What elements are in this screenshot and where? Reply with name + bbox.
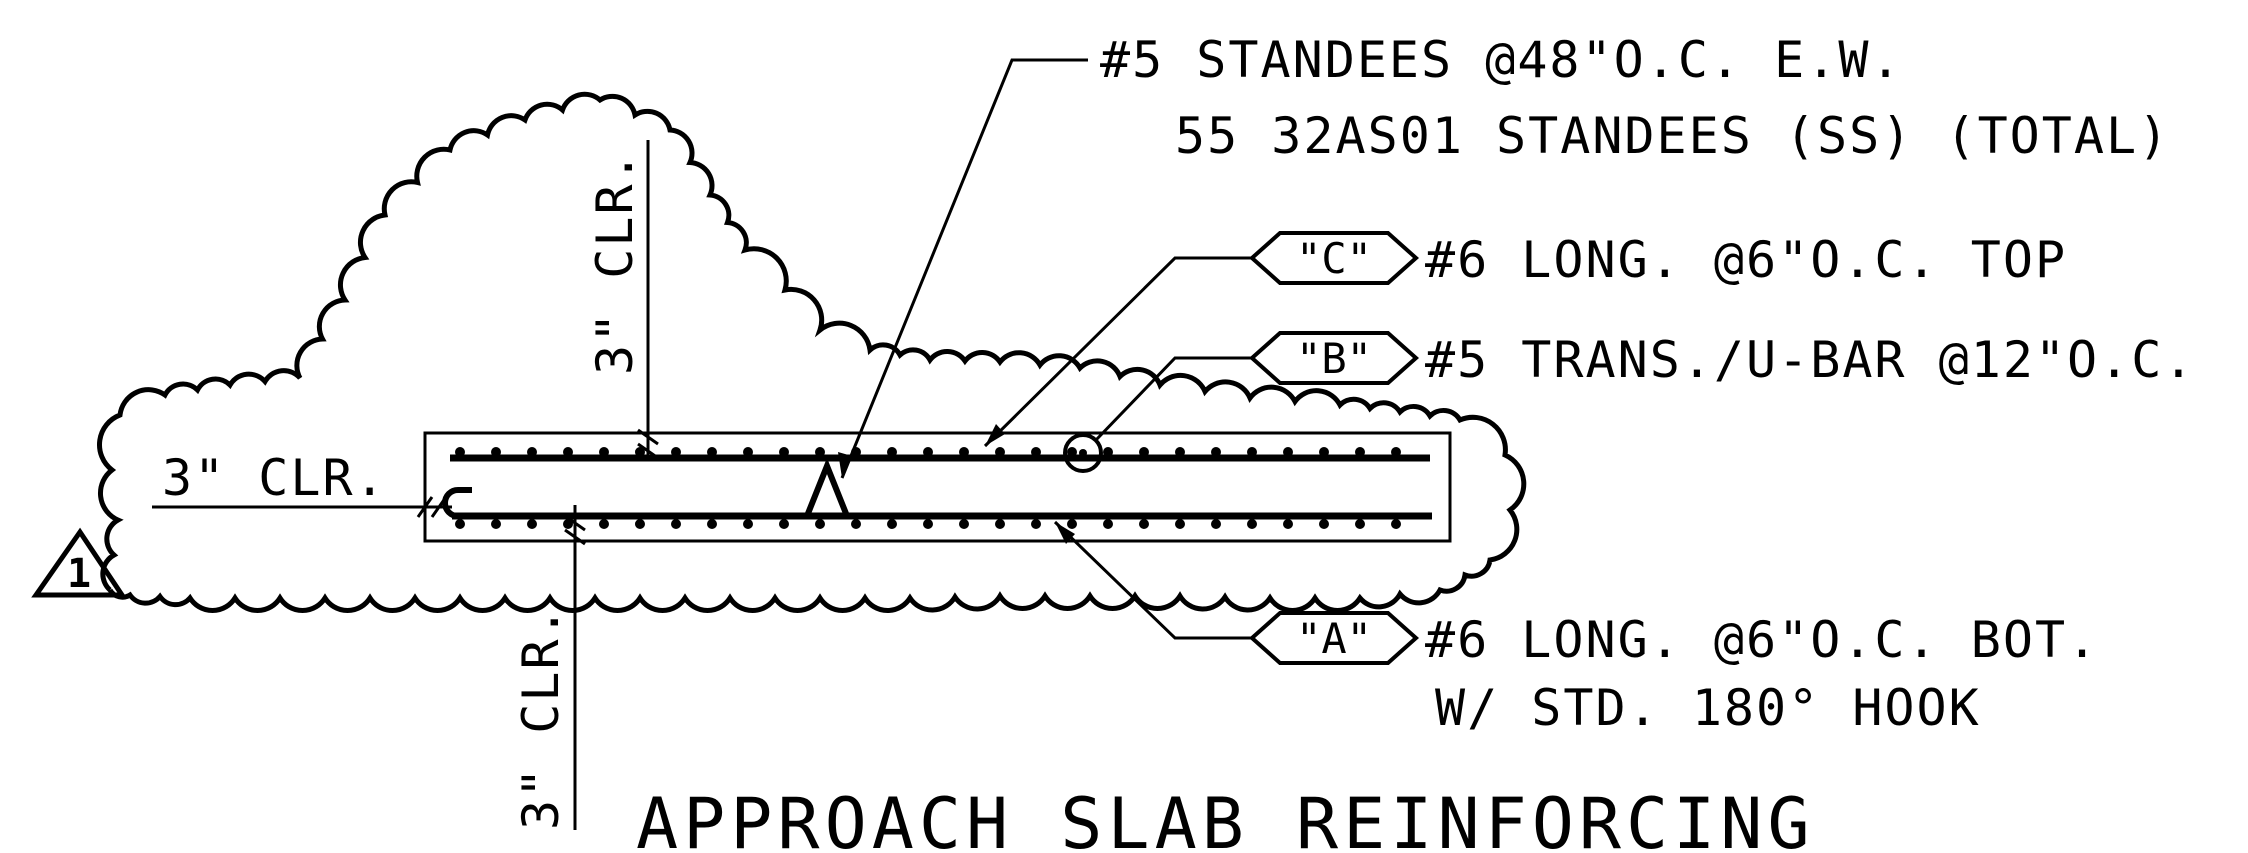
bar-c-tag-shape — [1248, 231, 1420, 285]
bottom-bar-dot — [707, 519, 717, 529]
bottom-bar-dot — [1391, 519, 1401, 529]
top-bar-dot — [599, 447, 609, 457]
bottom-clear-tick — [564, 514, 586, 546]
bottom-bar-dot — [815, 519, 825, 529]
bar-a-leader — [1053, 520, 1252, 640]
bottom-bar-dot — [671, 519, 681, 529]
bottom-bar-dot — [887, 519, 897, 529]
top-bar-dot — [563, 447, 573, 457]
bar-a-tag-shape — [1248, 611, 1420, 665]
revision-cloud — [97, 91, 1527, 613]
top-bar-dot — [743, 447, 753, 457]
side-clear-label: 3" CLR. — [162, 449, 387, 507]
bottom-bar-dot — [1211, 519, 1221, 529]
top-bar-dot — [1319, 447, 1329, 457]
top-bar-dot — [779, 447, 789, 457]
side-clear-tick — [416, 496, 448, 518]
bottom-bar-dot — [527, 519, 537, 529]
top-bar-dot — [455, 447, 465, 457]
top-bar-dot — [1211, 447, 1221, 457]
top-bar-dot — [1247, 447, 1257, 457]
standees-note-line2: 55 32AS01 STANDEES (SS) (TOTAL) — [1175, 107, 2170, 165]
top-bar-dot — [491, 447, 501, 457]
bar-c-tag-label: "C" — [1296, 234, 1372, 283]
top-bar-dot — [923, 447, 933, 457]
bar-c-note: #6 LONG. @6"O.C. TOP — [1425, 231, 2067, 289]
bar-a-arrow — [1055, 522, 1075, 544]
bottom-clear-label: 3" CLR. — [512, 605, 570, 830]
transverse-bar-circle — [1063, 433, 1103, 473]
bottom-bar-dots — [455, 519, 1401, 529]
top-bar-dot — [1103, 447, 1113, 457]
bottom-bar-dot — [1175, 519, 1185, 529]
standees-leader — [840, 58, 1088, 479]
standees-note-line1: #5 STANDEES @48"O.C. E.W. — [1100, 31, 1903, 89]
top-bar-dot — [887, 447, 897, 457]
top-bar-dot — [635, 447, 645, 457]
revision-number: 1 — [67, 551, 91, 597]
bottom-bar-dot — [1283, 519, 1293, 529]
bottom-bar-dot — [779, 519, 789, 529]
top-bar-dot — [1391, 447, 1401, 457]
bar-a-note-line1: #6 LONG. @6"O.C. BOT. — [1425, 611, 2099, 669]
top-bar-dot — [1355, 447, 1365, 457]
bar-c-leader — [983, 256, 1252, 448]
top-bar-dots — [455, 447, 1401, 457]
bottom-bar-dot — [1103, 519, 1113, 529]
bottom-bar-dot — [995, 519, 1005, 529]
top-clear-tick — [637, 428, 659, 460]
bottom-bar-dot — [455, 519, 465, 529]
bar-b-tag-shape — [1248, 331, 1420, 385]
transverse-bar-dot — [1079, 449, 1087, 457]
bottom-bar-dot — [923, 519, 933, 529]
top-bar-dot — [707, 447, 717, 457]
bottom-bar-dot — [635, 519, 645, 529]
bottom-bar-dot — [1247, 519, 1257, 529]
standee-symbol — [804, 457, 850, 518]
top-clear-label: 3" CLR. — [586, 150, 644, 375]
top-bar-dot — [995, 447, 1005, 457]
top-bar-dot — [959, 447, 969, 457]
drawing-title: APPROACH SLAB REINFORCING — [636, 783, 1815, 853]
bar-a-tag-label: "A" — [1296, 614, 1372, 663]
bottom-bar-dot — [1031, 519, 1041, 529]
bar-b-note: #5 TRANS./U-BAR @12"O.C. — [1425, 331, 2195, 389]
top-bar-dot — [1175, 447, 1185, 457]
top-bar-dot — [815, 447, 825, 457]
revision-triangle — [31, 527, 127, 598]
top-bar-dot — [1067, 447, 1077, 457]
top-bar-dot — [1031, 447, 1041, 457]
bottom-bar-dot — [599, 519, 609, 529]
top-bar-dot — [1283, 447, 1293, 457]
hook-180 — [442, 487, 472, 519]
bottom-bar-dot — [1355, 519, 1365, 529]
bar-c-arrow — [985, 424, 1005, 446]
top-bar-dot — [1139, 447, 1149, 457]
bar-b-tag-label: "B" — [1296, 334, 1372, 383]
bottom-bar-dot — [1067, 519, 1077, 529]
top-bar-dot — [671, 447, 681, 457]
bottom-bar-dot — [1139, 519, 1149, 529]
bottom-bar-dot — [1319, 519, 1329, 529]
bottom-bar-dot — [959, 519, 969, 529]
standees-arrow — [838, 452, 852, 478]
bottom-bar-dot — [743, 519, 753, 529]
bar-a-note-line2: W/ STD. 180° HOOK — [1435, 679, 1981, 737]
top-bar-dot — [527, 447, 537, 457]
bar-b-leader — [1094, 356, 1252, 442]
bottom-bar-dot — [491, 519, 501, 529]
slab-outline — [423, 431, 1452, 543]
bottom-bar-dot — [851, 519, 861, 529]
